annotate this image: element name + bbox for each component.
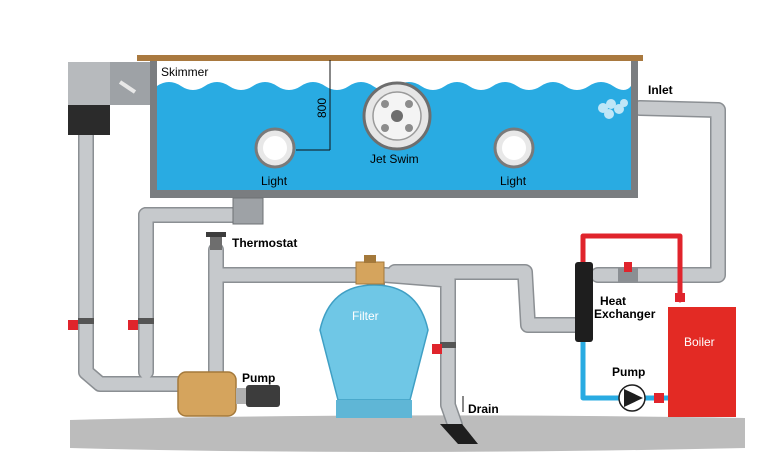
valve-left-1 xyxy=(68,318,94,330)
valve-boiler-top xyxy=(675,293,685,302)
valves xyxy=(68,262,685,403)
valve-boiler-return xyxy=(654,393,664,403)
light-right-label: Light xyxy=(500,174,527,188)
jet-swim-unit xyxy=(362,81,432,151)
heat-label: Heat xyxy=(600,294,626,308)
heat-exchanger xyxy=(575,262,593,342)
boiler xyxy=(668,307,736,417)
valve-left-2 xyxy=(128,318,154,330)
pool-deck xyxy=(137,55,643,61)
ground xyxy=(70,415,745,452)
thermostat-label: Thermostat xyxy=(232,236,297,250)
pool-light-left xyxy=(254,127,296,169)
pump-main-label: Pump xyxy=(242,371,275,385)
drain-label: Drain xyxy=(468,402,499,416)
valve-hot xyxy=(618,262,638,282)
main-pump xyxy=(177,371,280,417)
main-drain-box xyxy=(232,197,264,225)
pool-light-right xyxy=(493,127,535,169)
sand-filter xyxy=(319,255,429,418)
boiler-label: Boiler xyxy=(684,335,715,349)
exchanger-label: Exchanger xyxy=(594,307,656,321)
depth-marker xyxy=(296,60,331,151)
skimmer-label: Skimmer xyxy=(161,65,208,79)
inlet-label: Inlet xyxy=(648,83,673,97)
thermostat xyxy=(206,232,226,250)
boiler-pump xyxy=(618,384,646,412)
pump-boiler-label: Pump xyxy=(612,365,645,379)
drain-outlet xyxy=(440,424,478,444)
depth-label: 800 xyxy=(315,98,329,118)
jet-swim-label: Jet Swim xyxy=(370,152,419,166)
filter-label: Filter xyxy=(352,309,379,323)
skimmer-box xyxy=(68,62,150,135)
inlet-splash xyxy=(598,99,628,119)
light-left-label: Light xyxy=(261,174,288,188)
valve-drain xyxy=(432,342,456,354)
